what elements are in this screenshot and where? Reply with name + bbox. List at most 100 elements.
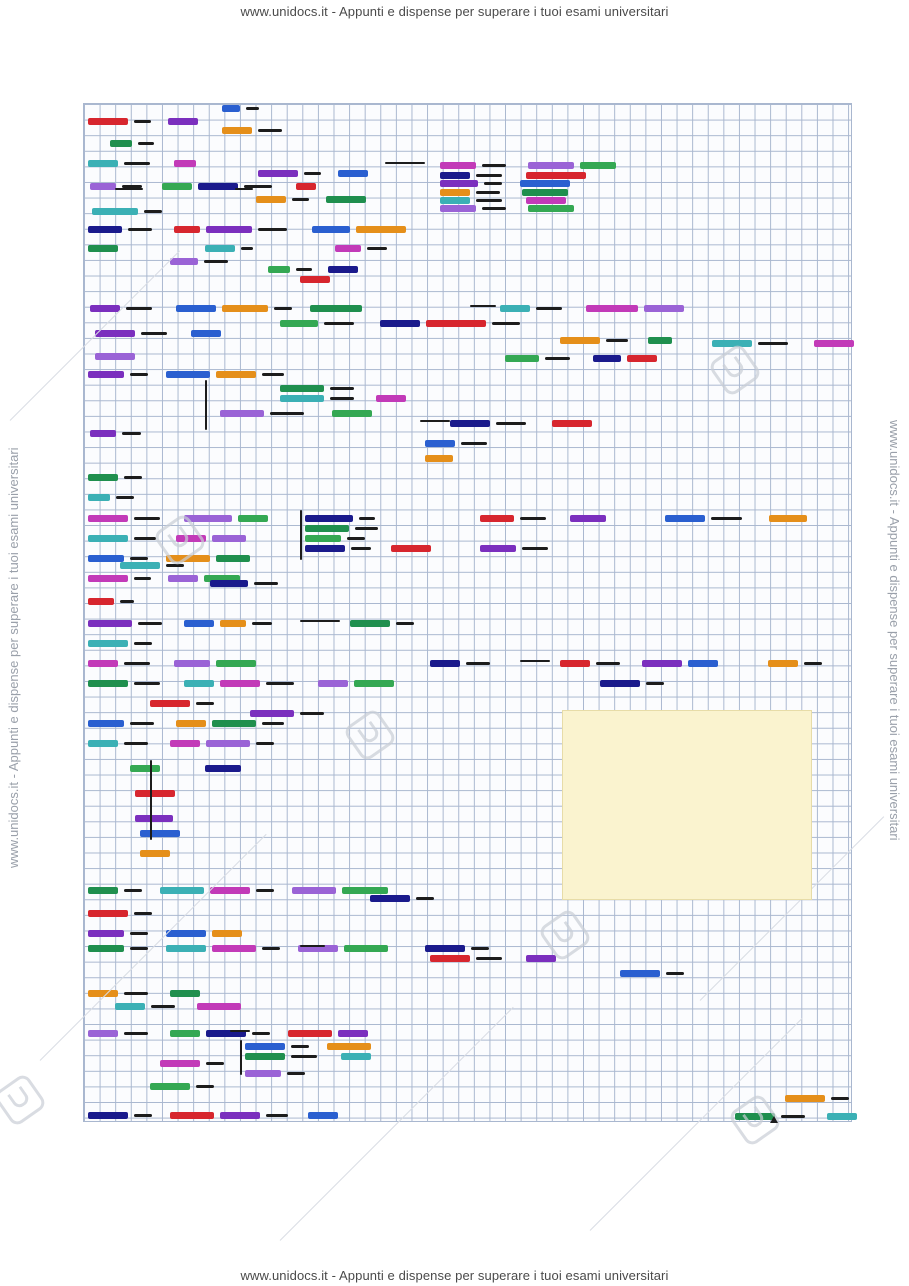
highlighter-stroke: [206, 740, 250, 747]
highlighter-stroke: [711, 517, 742, 520]
highlighter-stroke: [440, 162, 476, 169]
highlighter-stroke: [300, 276, 330, 283]
highlighter-stroke: [359, 517, 375, 520]
highlighter-stroke: [300, 712, 324, 715]
highlighter-stroke: [222, 127, 252, 134]
notes-sheet: [83, 103, 852, 1122]
highlighter-stroke: [205, 765, 241, 772]
highlighter-stroke: [88, 245, 118, 252]
highlighter-stroke: [250, 710, 294, 717]
highlighter-stroke: [170, 1030, 200, 1037]
highlighter-stroke: [166, 371, 210, 378]
highlighter-stroke: [144, 210, 162, 213]
highlighter-stroke: [552, 420, 592, 427]
highlighter-stroke: [216, 371, 256, 378]
highlighter-stroke: [88, 598, 114, 605]
yellow-note-box: [562, 710, 812, 900]
highlighter-stroke: [440, 205, 476, 212]
highlighter-stroke: [245, 1070, 281, 1077]
highlighter-stroke: [245, 1043, 285, 1050]
highlighter-stroke: [204, 575, 240, 582]
highlighter-stroke: [644, 305, 684, 312]
highlighter-stroke: [120, 600, 134, 603]
highlighter-stroke: [627, 355, 657, 362]
highlighter-stroke: [522, 547, 548, 550]
highlighter-stroke: [88, 575, 128, 582]
highlighter-stroke: [522, 189, 568, 196]
highlighter-stroke: [92, 208, 138, 215]
highlighter-stroke: [476, 174, 502, 177]
connector-line: [235, 188, 253, 190]
highlighter-stroke: [88, 720, 124, 727]
highlighter-stroke: [88, 494, 110, 501]
highlighter-stroke: [376, 395, 406, 402]
highlighter-stroke: [425, 945, 465, 952]
highlighter-stroke: [88, 930, 124, 937]
highlighter-stroke: [354, 680, 394, 687]
highlighter-stroke: [351, 547, 371, 550]
highlighter-stroke: [262, 722, 284, 725]
highlighter-stroke: [246, 107, 259, 110]
highlighter-stroke: [124, 162, 150, 165]
highlighter-stroke: [90, 430, 116, 437]
highlighter-stroke: [88, 640, 128, 647]
highlighter-stroke: [291, 1055, 317, 1058]
highlighter-stroke: [196, 702, 214, 705]
highlighter-stroke: [482, 207, 506, 210]
highlighter-stroke: [258, 129, 282, 132]
highlighter-stroke: [168, 575, 198, 582]
highlighter-stroke: [355, 527, 378, 530]
highlighter-stroke: [124, 662, 150, 665]
connector-line: [300, 620, 340, 622]
highlighter-stroke: [484, 182, 502, 185]
highlighter-stroke: [88, 990, 118, 997]
highlighter-stroke: [425, 455, 453, 462]
highlighter-stroke: [291, 1045, 309, 1048]
highlighter-stroke: [128, 228, 152, 231]
highlighter-stroke: [476, 199, 502, 202]
highlighter-stroke: [176, 305, 216, 312]
highlighter-stroke: [268, 266, 290, 273]
highlighter-stroke: [88, 474, 118, 481]
highlighter-stroke: [216, 555, 250, 562]
highlighter-stroke: [258, 228, 287, 231]
highlighter-stroke: [197, 1003, 241, 1010]
highlighter-stroke: [620, 970, 660, 977]
highlighter-stroke: [124, 476, 142, 479]
highlighter-stroke: [298, 945, 338, 952]
highlighter-stroke: [162, 183, 192, 190]
highlighter-stroke: [308, 1112, 338, 1119]
highlighter-stroke: [296, 268, 312, 271]
highlighter-stroke: [134, 912, 152, 915]
highlighter-stroke: [170, 1112, 214, 1119]
highlighter-stroke: [204, 260, 228, 263]
highlighter-stroke: [130, 557, 148, 560]
highlighter-stroke: [426, 320, 486, 327]
highlighter-stroke: [332, 410, 372, 417]
highlighter-stroke: [134, 577, 151, 580]
connector-line: [300, 945, 325, 947]
connector-line: [385, 162, 425, 164]
highlighter-stroke: [318, 680, 348, 687]
highlighter-stroke: [205, 245, 235, 252]
highlighter-stroke: [254, 582, 278, 585]
highlighter-stroke: [262, 373, 284, 376]
highlighter-stroke: [476, 191, 500, 194]
highlighter-stroke: [150, 700, 190, 707]
highlighter-stroke: [560, 337, 600, 344]
highlighter-stroke: [262, 947, 280, 950]
highlighter-stroke: [270, 412, 304, 415]
highlighter-stroke: [580, 162, 616, 169]
brace-line: [300, 510, 302, 560]
highlighter-stroke: [570, 515, 606, 522]
highlighter-stroke: [370, 895, 410, 902]
highlighter-stroke: [827, 1113, 857, 1120]
brace-line: [205, 380, 207, 430]
highlighter-stroke: [122, 185, 142, 188]
highlighter-stroke: [305, 545, 345, 552]
highlighter-stroke: [350, 620, 390, 627]
highlighter-stroke: [768, 660, 798, 667]
highlighter-stroke: [338, 1030, 368, 1037]
connector-line: [420, 420, 450, 422]
highlighter-stroke: [88, 680, 128, 687]
